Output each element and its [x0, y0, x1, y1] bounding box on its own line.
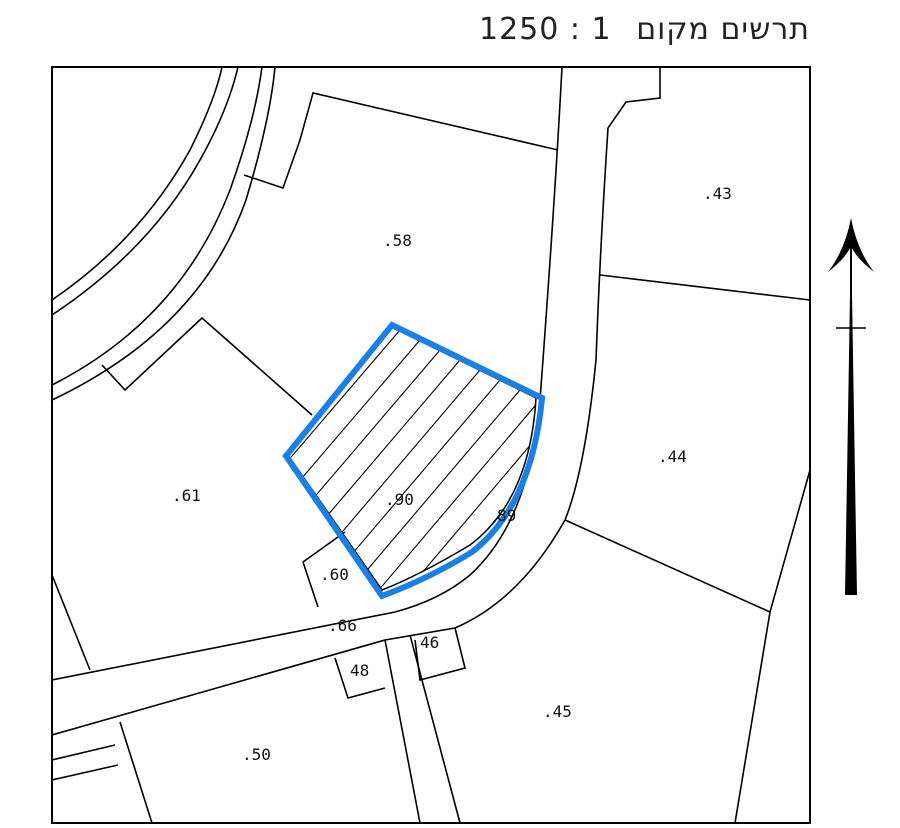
parcel-label-89: 89: [497, 506, 516, 525]
parcel-label-90: .90: [385, 490, 414, 509]
cadastral-lines: [52, 67, 810, 823]
parcel-label-50: .50: [242, 745, 271, 764]
parcel-hatching: [288, 329, 536, 590]
parcel-label-58: .58: [383, 231, 412, 250]
parcel-label-43: .43: [703, 184, 732, 203]
parcel-label-44: .44: [658, 447, 687, 466]
parcel-label-45: .45: [543, 702, 572, 721]
parcel-label-61: .61: [172, 486, 201, 505]
parcel-label-46: 46: [420, 633, 439, 652]
map-scale: 1 : 1250: [479, 12, 612, 47]
parcel-label-60: .60: [320, 565, 349, 584]
map-title: תרשים מקום 1 : 1250: [479, 10, 810, 50]
highlight-outline: [282, 321, 546, 600]
parcel-label-66: .66: [328, 616, 357, 635]
map-title-text: תרשים מקום: [636, 12, 810, 47]
north-arrow-icon: [828, 218, 874, 595]
map-frame: [51, 66, 811, 824]
parcel-label-48: 48: [350, 661, 369, 680]
